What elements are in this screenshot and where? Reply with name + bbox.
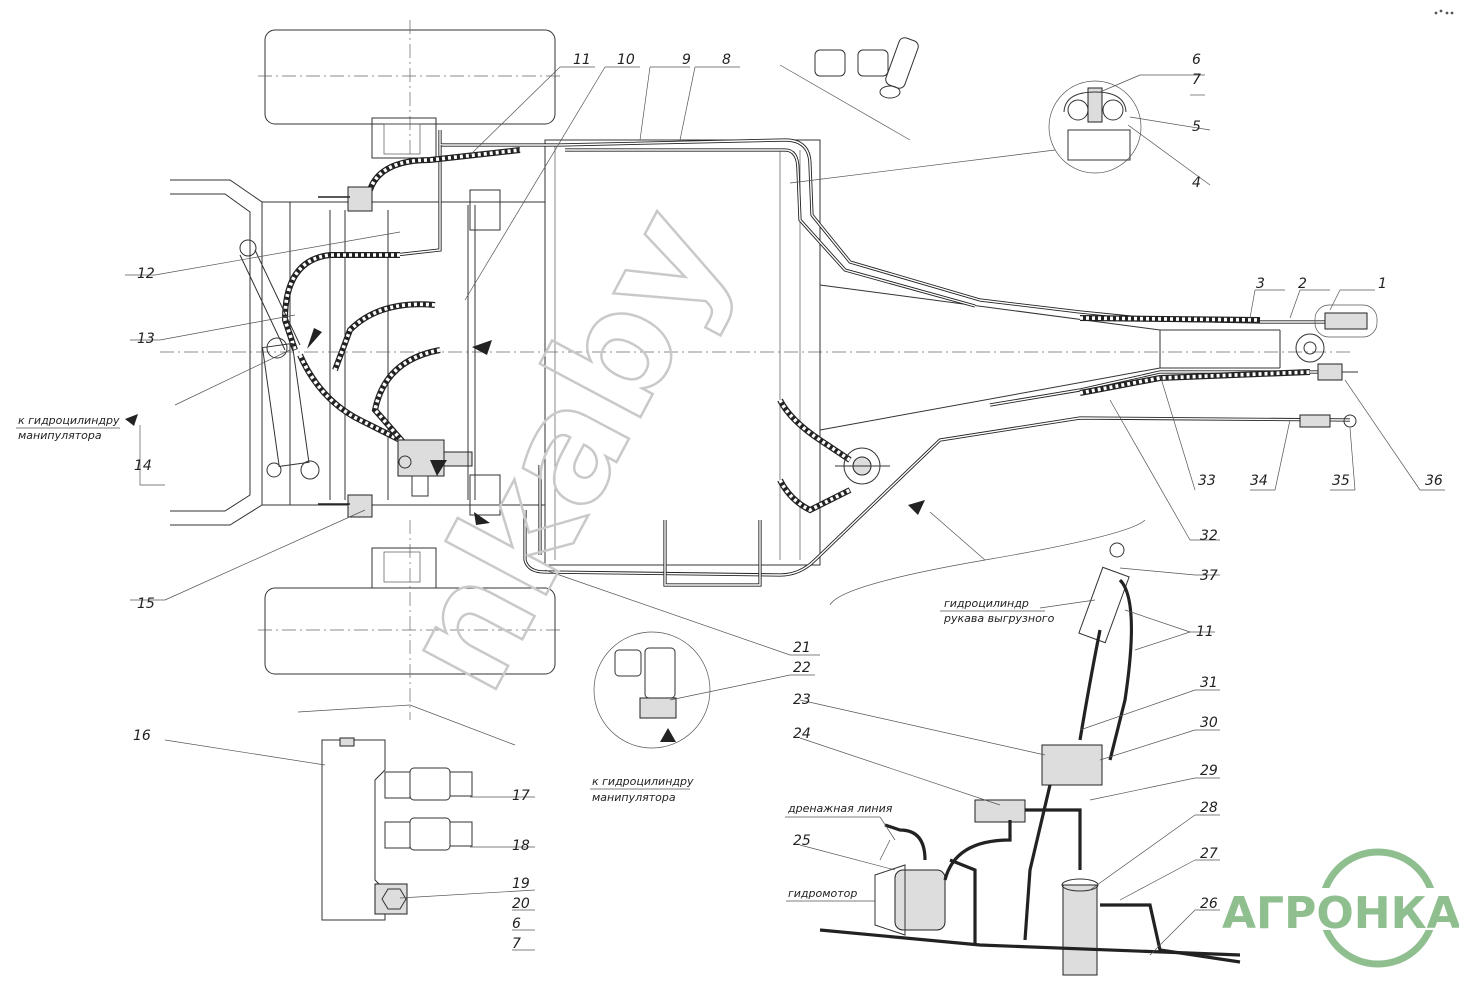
caption-to-manipulator-cylinder-left-2: манипулятора <box>18 429 102 442</box>
callout-1: 1 <box>1378 276 1387 292</box>
callout-7-detail: 7 <box>512 936 521 952</box>
callout-28: 28 <box>1200 800 1218 816</box>
callout-numbers: 1 2 3 4 5 6 7 8 9 10 11 12 13 14 15 16 1… <box>133 52 1443 952</box>
brackets <box>318 186 501 518</box>
callout-14: 14 <box>134 458 152 474</box>
fitting-1 <box>1314 304 1378 338</box>
logo-text: АГРОНКА <box>1222 888 1459 939</box>
agronka-logo: АГРОНКА <box>1222 848 1459 968</box>
caption-unload-cylinder-1: гидроцилиндр <box>944 597 1029 610</box>
detail-elbow-22 <box>593 631 711 749</box>
wheel-bottom <box>258 520 562 720</box>
manipulator-cylinder <box>239 239 320 480</box>
callout-16: 16 <box>133 728 151 744</box>
callout-29: 29 <box>1200 763 1218 779</box>
callout-18: 18 <box>512 838 530 854</box>
callout-6-detail: 6 <box>512 916 521 932</box>
detail-brackets <box>297 511 1146 746</box>
callout-23: 23 <box>793 692 811 708</box>
callout-22: 22 <box>793 660 811 676</box>
caption-hydromotor: гидромотор <box>788 887 857 900</box>
callout-34: 34 <box>1250 473 1268 489</box>
leader-lines <box>125 66 1445 956</box>
corner-marks <box>1434 9 1454 15</box>
caption-to-manipulator-cylinder-bottom-1: к гидроцилиндру <box>592 775 694 788</box>
detail-block-16 <box>321 737 473 921</box>
caption-to-manipulator-cylinder-bottom-2: манипулятора <box>592 791 676 804</box>
callout-8: 8 <box>722 52 731 68</box>
callout-30: 30 <box>1200 715 1218 731</box>
callout-15: 15 <box>137 596 155 612</box>
callout-2: 2 <box>1298 276 1307 292</box>
fitting-36 <box>1317 363 1358 381</box>
callout-35: 35 <box>1332 473 1350 489</box>
callout-37: 37 <box>1200 568 1218 584</box>
callout-11-lower: 11 <box>1196 624 1214 640</box>
wheel-top <box>258 20 562 160</box>
callout-9: 9 <box>682 52 691 68</box>
callout-5: 5 <box>1192 119 1201 135</box>
callout-21: 21 <box>793 640 811 656</box>
valve-block-center <box>397 439 473 497</box>
callout-20: 20 <box>512 896 530 912</box>
hoses <box>281 147 1311 514</box>
callout-27: 27 <box>1200 846 1218 862</box>
caption-to-manipulator-cylinder-left-1: к гидроцилиндру <box>18 414 120 427</box>
frame-left <box>160 179 1350 526</box>
callout-17: 17 <box>512 788 530 804</box>
callout-7: 7 <box>1192 72 1201 88</box>
callout-10: 10 <box>617 52 635 68</box>
pipe-top-run <box>394 130 981 308</box>
callout-25: 25 <box>793 833 811 849</box>
callout-13: 13 <box>137 331 155 347</box>
callout-4: 4 <box>1192 175 1201 191</box>
unload-hydraulic-subassembly <box>819 542 1241 976</box>
detail-elbow-top <box>779 37 919 141</box>
callout-33: 33 <box>1198 473 1216 489</box>
callout-6: 6 <box>1192 52 1201 68</box>
callout-31: 31 <box>1200 675 1218 691</box>
fitting-35 <box>1299 414 1357 428</box>
caption-unload-cylinder-2: рукава выгрузного <box>943 612 1055 625</box>
detail-clamp <box>1048 80 1142 174</box>
arrows <box>125 328 925 742</box>
callout-3: 3 <box>1256 276 1265 292</box>
callout-32: 32 <box>1200 528 1218 544</box>
callout-36: 36 <box>1425 473 1443 489</box>
captions: к гидроцилиндру манипулятора к гидроцили… <box>16 414 1055 902</box>
callout-11: 11 <box>573 52 591 68</box>
swivel-joint <box>835 447 890 485</box>
callout-26: 26 <box>1200 896 1218 912</box>
caption-drain-line: дренажная линия <box>787 802 893 815</box>
callout-24: 24 <box>793 726 811 742</box>
callout-12: 12 <box>137 266 155 282</box>
callout-19: 19 <box>512 876 530 892</box>
pipe-bottom-run <box>523 416 1351 587</box>
